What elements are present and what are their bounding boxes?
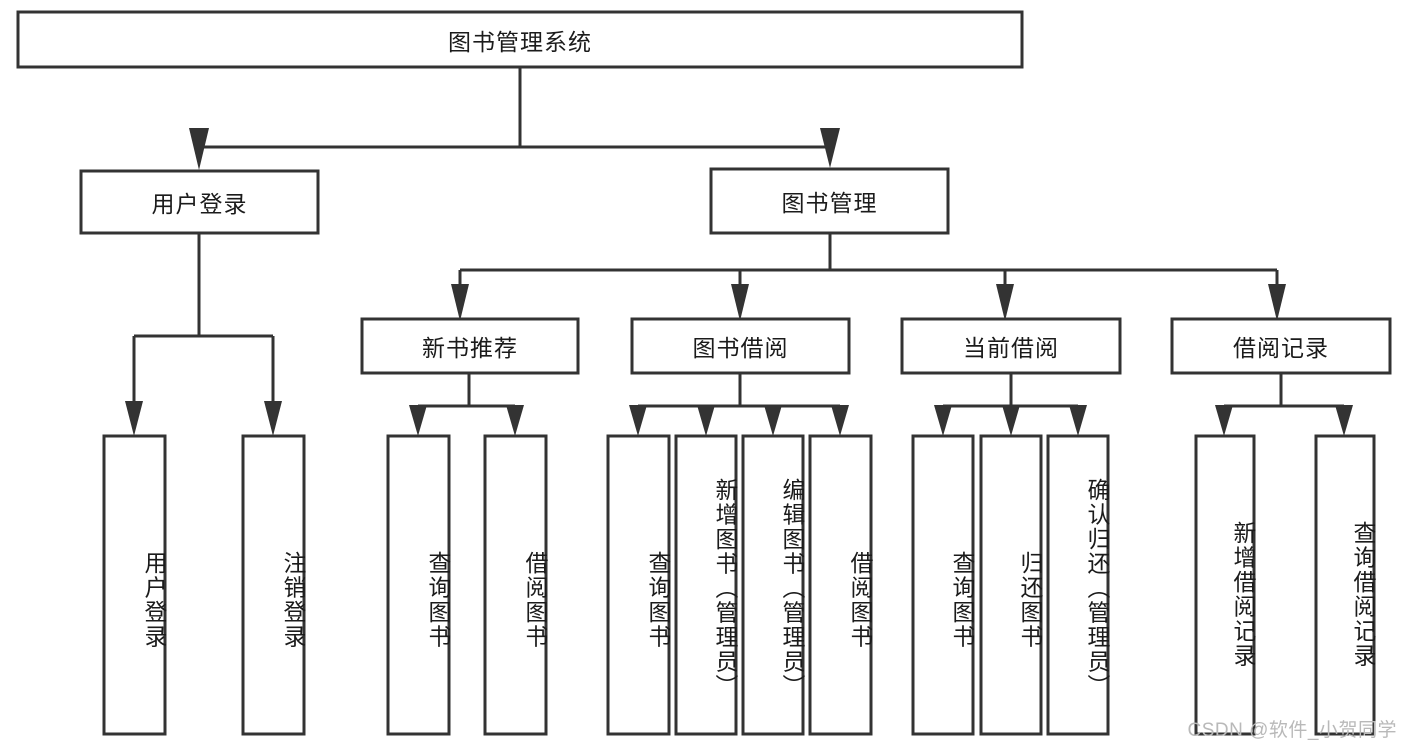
node-leaf-return-book[interactable] (979, 434, 1043, 736)
arrowhead-icon-leaf-add-book (697, 405, 715, 436)
node-book-management[interactable] (709, 167, 950, 235)
node-leaf-query-book-2[interactable] (606, 434, 671, 736)
arrowhead-icon-leaf-borrow-book-1 (506, 405, 524, 436)
node-leaf-user-login[interactable] (102, 434, 167, 736)
arrowhead-icon-leaf-query-book-3 (934, 405, 952, 436)
arrowhead-icon-leaf-user-login (125, 401, 143, 436)
node-borrow-record[interactable] (1170, 317, 1392, 375)
node-leaf-edit-book[interactable] (741, 434, 805, 736)
arrowhead-icon-borrow-record (1268, 284, 1286, 321)
arrowhead-layer (125, 128, 1353, 436)
arrowhead-icon-leaf-query-book-1 (409, 405, 427, 436)
node-new-book-recommend[interactable] (360, 317, 580, 375)
node-user-login[interactable] (79, 169, 320, 235)
node-leaf-query-book-3[interactable] (911, 434, 975, 736)
arrowhead-icon-leaf-return-book (1002, 405, 1020, 436)
arrowhead-icon-user-login (189, 128, 209, 170)
node-box-layer (16, 10, 1392, 736)
node-leaf-logout-login[interactable] (241, 434, 306, 736)
node-leaf-query-book-1[interactable] (386, 434, 451, 736)
arrowhead-icon-book-borrow (731, 284, 749, 321)
node-leaf-borrow-book-1[interactable] (483, 434, 548, 736)
node-leaf-add-record[interactable] (1194, 434, 1256, 736)
node-leaf-confirm-return[interactable] (1046, 434, 1110, 736)
arrowhead-icon-leaf-borrow-book-2 (831, 405, 849, 436)
arrowhead-icon-leaf-add-record (1215, 405, 1233, 436)
node-book-borrow[interactable] (630, 317, 851, 375)
arrowhead-icon-current-borrow (996, 284, 1014, 321)
node-root[interactable] (16, 10, 1024, 69)
arrowhead-icon-leaf-query-book-2 (629, 405, 647, 436)
node-current-borrow[interactable] (900, 317, 1122, 375)
arrowhead-icon-leaf-confirm-return (1069, 405, 1087, 436)
arrowhead-icon-leaf-query-record (1335, 405, 1353, 436)
arrowhead-icon-new-book-recommend (451, 284, 469, 321)
arrowhead-icon-leaf-edit-book (764, 405, 782, 436)
node-leaf-add-book[interactable] (674, 434, 738, 736)
node-leaf-borrow-book-2[interactable] (808, 434, 873, 736)
arrowhead-icon-leaf-logout-login (264, 401, 282, 436)
arrowhead-icon-book-management (820, 128, 840, 168)
node-leaf-query-record[interactable] (1314, 434, 1376, 736)
